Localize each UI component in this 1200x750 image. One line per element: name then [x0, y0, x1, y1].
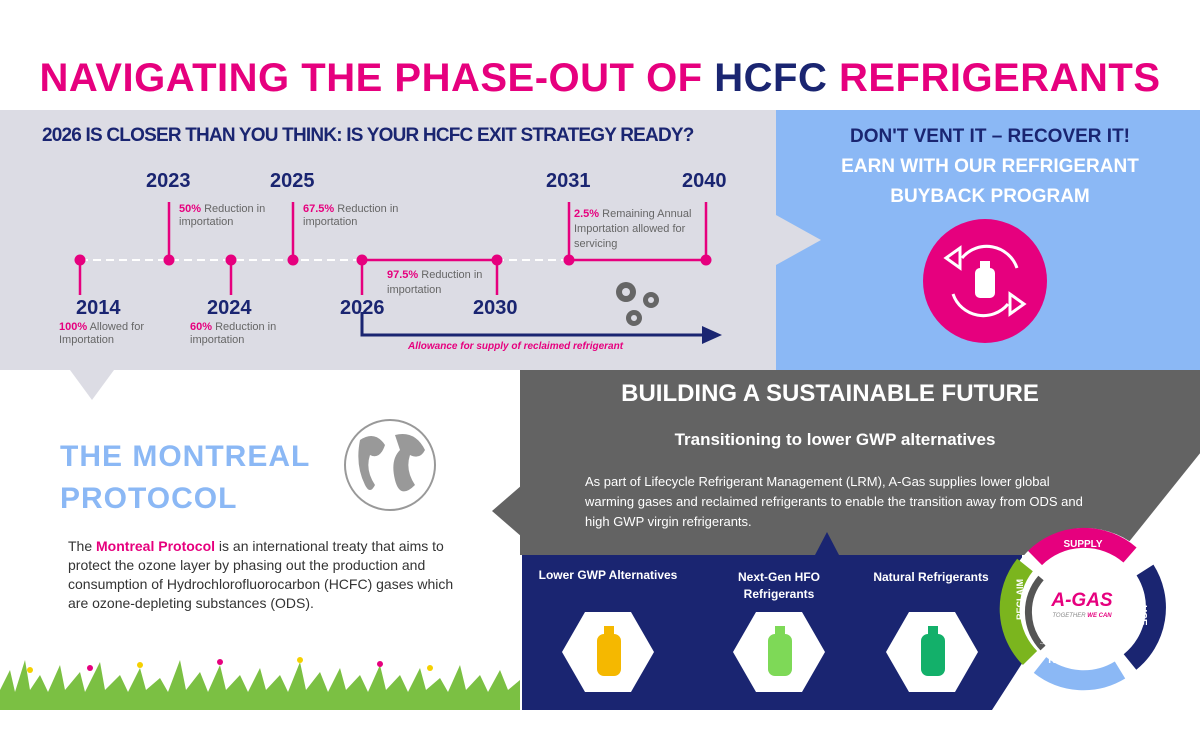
future-body: As part of Lifecycle Refrigerant Managem… — [585, 474, 1083, 529]
globe-icon — [344, 419, 436, 511]
note-2031: 2.5% Remaining Annual Importation allowe… — [574, 208, 692, 250]
future-heading: BUILDING A SUSTAINABLE FUTURE — [621, 380, 1039, 407]
recycle-cylinder-icon — [923, 219, 1047, 343]
dark-green-cylinder-icon — [921, 626, 945, 676]
gears-icon — [616, 282, 659, 326]
cycle-recover: RECOVER — [1048, 655, 1098, 666]
pointer-triangle — [776, 215, 821, 265]
timeline-graphic — [74, 202, 722, 344]
note-2014: 100% Allowed for Importation — [59, 321, 145, 346]
year-2040: 2040 — [682, 170, 727, 192]
cycle-use: USE — [1137, 605, 1148, 626]
green-cylinder-icon — [768, 626, 792, 676]
note-2024: 60% Reduction in importation — [190, 321, 277, 346]
cycle-reclaim: RECLAIM — [1015, 579, 1025, 620]
note-2025: 67.5% Reduction in importation — [303, 203, 399, 228]
timeline-panel — [0, 110, 776, 370]
year-2014: 2014 — [76, 297, 121, 319]
agas-logo: A-GAS — [1050, 590, 1113, 611]
product-label-natural: Natural Refrigerants — [873, 570, 989, 584]
allowance-label: Allowance for supply of reclaimed refrig… — [408, 341, 624, 352]
lifecycle-diagram: SUPPLY USE RECOVER RECLAIM (OR DESTROY) … — [999, 527, 1167, 692]
year-2024: 2024 — [207, 297, 252, 319]
grass-decoration — [0, 657, 520, 710]
future-subheading: Transitioning to lower GWP alternatives — [674, 430, 996, 449]
year-2026: 2026 — [340, 297, 385, 319]
pointer-triangle — [70, 370, 114, 400]
note-2023: 50% Reduction in importation — [179, 203, 266, 228]
pointer-triangle — [492, 485, 522, 537]
note-2026: 97.5% Reduction in importation — [387, 269, 483, 296]
cycle-supply: SUPPLY — [1063, 539, 1102, 550]
product-label-lower-gwp: Lower GWP Alternatives — [538, 568, 678, 582]
year-2030: 2030 — [473, 297, 518, 319]
year-2025: 2025 — [270, 170, 315, 192]
year-2023: 2023 — [146, 170, 191, 192]
montreal-body: The Montreal Protocol is an internationa… — [68, 538, 454, 611]
timeline-heading: 2026 IS CLOSER THAN YOU THINK: IS YOUR H… — [42, 125, 694, 146]
yellow-cylinder-icon — [597, 626, 621, 676]
cycle-destroy: (OR DESTROY) — [1039, 608, 1045, 645]
sustainable-future-panel — [520, 370, 1200, 555]
buyback-heading: DON'T VENT IT – RECOVER IT!EARN WITH OUR… — [841, 126, 1139, 207]
year-2031: 2031 — [546, 170, 591, 192]
pointer-triangle — [815, 532, 839, 555]
page-title: NAVIGATING THE PHASE-OUT OF HCFC REFRIGE… — [39, 56, 1161, 100]
product-label-hfo: Next-Gen HFO Refrigerants — [737, 570, 820, 601]
agas-tagline: TOGETHER WE CAN — [1052, 613, 1112, 619]
